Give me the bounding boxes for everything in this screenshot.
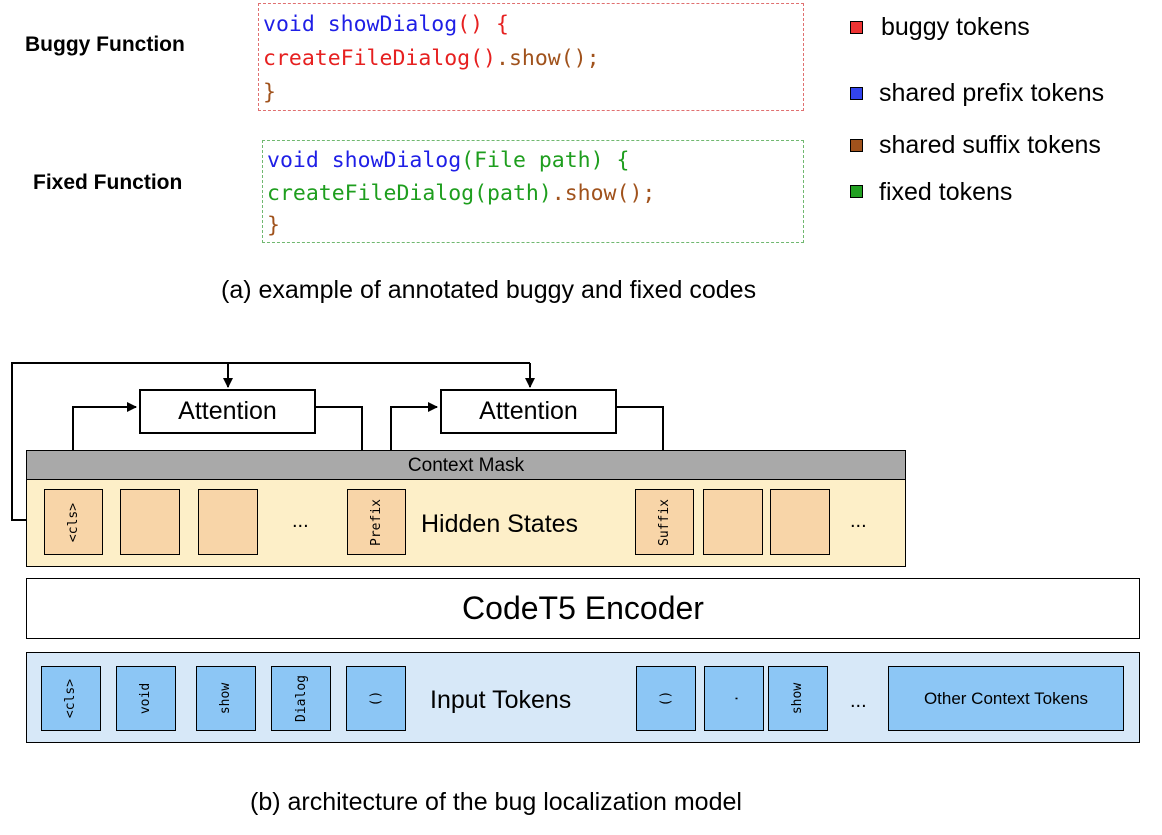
input-token-dot: . xyxy=(704,666,764,731)
caption-a: (a) example of annotated buggy and fixed… xyxy=(221,276,757,304)
fixed-token: createFileDialog(path) xyxy=(267,181,552,206)
buggy-token: () { xyxy=(457,12,509,37)
legend-swatch-suffix xyxy=(850,139,863,152)
input-token-dialog: Dialog xyxy=(271,666,331,731)
fixed-code-line-3: } xyxy=(267,213,280,238)
hidden-states-label: Hidden States xyxy=(421,510,579,538)
hidden-token xyxy=(198,489,258,555)
buggy-code-line-3: } xyxy=(263,80,276,105)
codet5-encoder-box: CodeT5 Encoder xyxy=(26,578,1140,639)
hidden-token xyxy=(770,489,830,555)
hidden-ellipsis: ... xyxy=(292,510,309,532)
legend-label-fixed: fixed tokens xyxy=(879,178,1013,206)
buggy-prefix-token: void showDialog xyxy=(263,12,458,37)
fixed-function-label: Fixed Function xyxy=(33,171,183,194)
fixed-code-line-1: void showDialog(File path) { xyxy=(267,150,629,172)
attention-box-2: Attention xyxy=(440,389,617,434)
hidden-token xyxy=(120,489,180,555)
hidden-token-prefix: Prefix xyxy=(347,489,406,555)
hidden-token-cls: <cls> xyxy=(44,489,103,555)
attention-label: Attention xyxy=(479,397,578,425)
input-token-void: void xyxy=(116,666,176,731)
context-mask-label: Context Mask xyxy=(407,454,525,476)
fixed-code-line-2: createFileDialog(path).show(); xyxy=(267,183,655,205)
attention-box-1: Attention xyxy=(139,389,316,434)
legend-swatch-prefix xyxy=(850,87,863,100)
fixed-prefix-token: void showDialog xyxy=(267,148,462,173)
fixed-token: (File path) { xyxy=(461,148,630,173)
other-context-label: Other Context Tokens xyxy=(923,688,1089,708)
hidden-token xyxy=(703,489,763,555)
context-mask-bar: Context Mask xyxy=(26,450,906,481)
caption-b: (b) architecture of the bug localization… xyxy=(250,788,742,816)
input-tokens-label: Input Tokens xyxy=(430,686,572,714)
legend-swatch-buggy xyxy=(850,21,863,34)
encoder-label: CodeT5 Encoder xyxy=(462,590,704,626)
feedback-loop-line xyxy=(11,362,530,521)
legend-label-suffix: shared suffix tokens xyxy=(879,131,1101,159)
fixed-code-box: void showDialog(File path) { createFileD… xyxy=(262,140,804,243)
buggy-code-box: void showDialog() { createFileDialog().s… xyxy=(258,3,804,111)
buggy-token: createFileDialog() xyxy=(263,46,496,71)
input-token-parens: () xyxy=(346,666,406,731)
input-token-parens: () xyxy=(636,666,696,731)
input-token-cls: <cls> xyxy=(41,666,101,731)
buggy-code-line-1: void showDialog() { xyxy=(263,14,509,36)
other-context-tokens-box: Other Context Tokens xyxy=(888,666,1124,731)
hidden-token-suffix: Suffix xyxy=(635,489,694,555)
input-ellipsis: ... xyxy=(850,690,867,712)
buggy-suffix-token: .show(); xyxy=(496,46,600,71)
buggy-code-line-2: createFileDialog().show(); xyxy=(263,48,600,70)
buggy-function-label: Buggy Function xyxy=(25,33,185,56)
legend-swatch-fixed xyxy=(850,185,863,198)
input-token-show: show xyxy=(196,666,256,731)
attention-label: Attention xyxy=(178,397,277,425)
legend-label-buggy: buggy tokens xyxy=(881,13,1030,41)
legend-label-prefix: shared prefix tokens xyxy=(879,79,1105,107)
input-token-show: show xyxy=(768,666,828,731)
hidden-ellipsis: ... xyxy=(850,510,867,532)
fixed-suffix-token: .show(); xyxy=(551,181,656,206)
